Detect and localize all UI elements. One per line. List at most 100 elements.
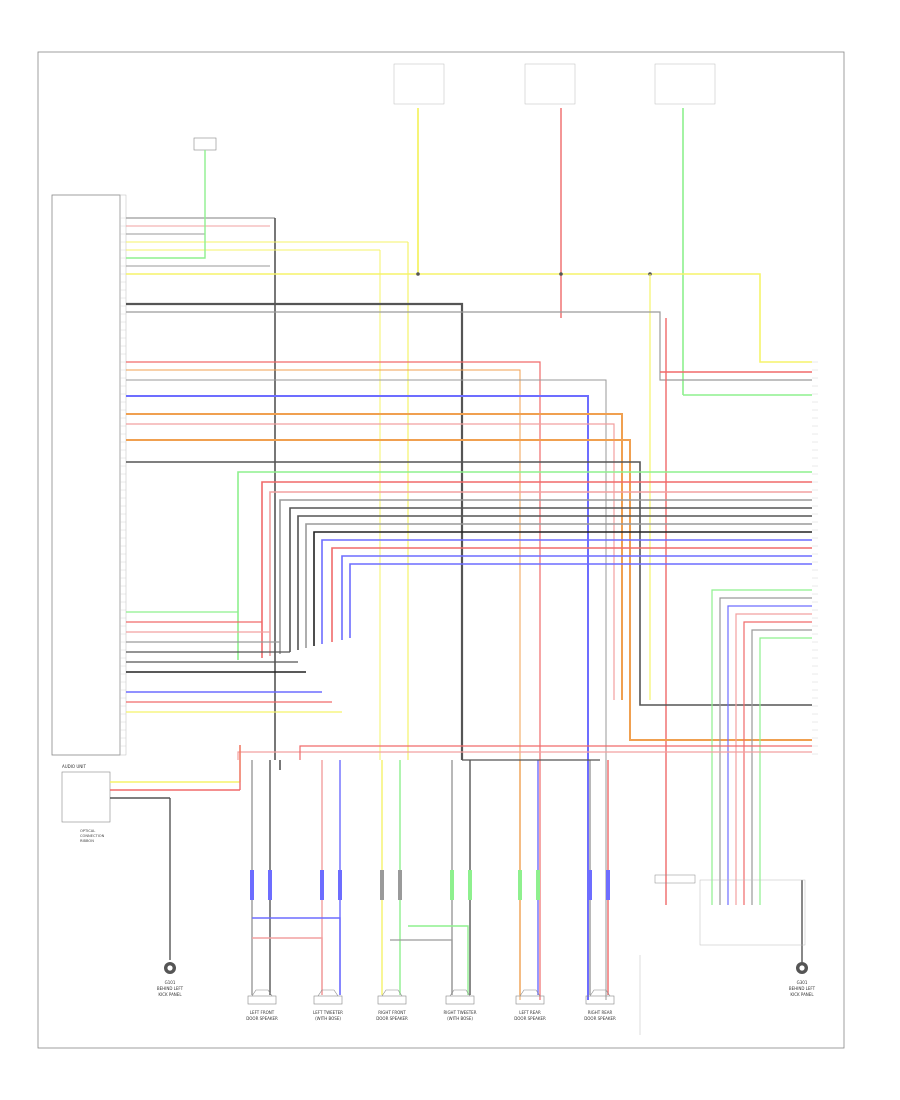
speaker-wire-mark-1	[250, 870, 254, 900]
wire-right-6	[297, 515, 812, 650]
speaker-cone-4	[449, 989, 471, 997]
audio-unit-box	[51, 194, 121, 756]
tweeter-left-feed-2	[252, 937, 323, 995]
wire-right-1	[237, 471, 812, 660]
wire-h-green	[126, 200, 206, 259]
speaker-label1-6: RIGHT REAR	[588, 1010, 613, 1015]
optional-box-title: AUDIO UNIT	[62, 764, 86, 769]
speaker-label2-5: DOOR SPEAKER	[514, 1016, 546, 1021]
ground-right-line2: BEHIND LEFT	[789, 986, 816, 991]
speaker-4: RIGHT TWEETER(WITH BOSE)	[444, 989, 477, 1021]
speaker-body-4	[445, 995, 475, 1005]
speaker-cone-1	[251, 989, 273, 997]
speaker-cone-5	[519, 989, 541, 997]
speaker-body-1	[247, 995, 277, 1005]
right-module	[699, 879, 806, 946]
wire-h-dark-2	[126, 461, 812, 706]
harness-wires	[120, 200, 818, 1000]
fuse-top-left	[193, 137, 217, 200]
optional-box	[61, 771, 111, 823]
speaker-label1-3: RIGHT FRONT	[378, 1010, 406, 1015]
speaker-wire-mark2-1	[268, 870, 272, 900]
wire-ladder-6	[751, 629, 812, 905]
wire-h-orange-2	[126, 413, 623, 700]
speaker-label1-1: LEFT FRONT	[250, 1010, 275, 1015]
speaker-wire-mark2-3	[398, 870, 402, 900]
tweeter-right-feed-2	[390, 939, 453, 995]
speaker-label2-3: DOOR SPEAKER	[376, 1016, 408, 1021]
speaker-wire-mark-2	[320, 870, 324, 900]
speaker-wire-mark-6	[588, 870, 592, 900]
optional-box-line1: OPTICAL	[80, 829, 95, 833]
wire-ladder-2	[719, 597, 812, 905]
speaker-label2-1: DOOR SPEAKER	[246, 1016, 278, 1021]
ground-right-line3: KICK PANEL	[790, 992, 814, 997]
wire-right-3	[269, 491, 812, 656]
right-connector	[654, 874, 696, 884]
speaker-cone-2	[317, 989, 339, 997]
wire-right-11	[341, 555, 812, 640]
wire-h-pink-low	[237, 751, 812, 760]
speaker-wire-mark2-2	[338, 870, 342, 900]
wire-right-5	[289, 507, 812, 652]
wire-h-gray-2	[126, 379, 607, 1000]
wire-h-red-low	[299, 745, 812, 760]
speaker-body-6	[585, 995, 615, 1005]
optional-box-line3: RIBBON	[80, 839, 94, 843]
diagram-frame	[37, 51, 845, 1049]
wire-right-12	[349, 563, 812, 638]
wire-h-red-1	[126, 361, 541, 1000]
wire-ladder-3	[727, 605, 812, 905]
wire-ladder-5	[743, 621, 812, 905]
speaker-wire-mark2-5	[536, 870, 540, 900]
ground-left-line1: G101	[165, 980, 176, 985]
fuse-top-mid	[393, 63, 716, 105]
tweeter-left-feed	[252, 917, 341, 995]
wire-h-blue-1	[126, 395, 589, 1000]
speaker-body-5	[515, 995, 545, 1005]
wire-ladder-1	[711, 589, 812, 905]
speaker-wire-mark-3	[380, 870, 384, 900]
speaker-wire-mark2-6	[606, 870, 610, 900]
speaker-wire-mark-4	[450, 870, 454, 900]
wire-right-4	[279, 499, 812, 654]
ground-left-icon	[164, 962, 176, 974]
wire-ladder-4	[735, 613, 812, 905]
wire-right-2	[261, 481, 812, 658]
wire-right-7	[305, 523, 812, 648]
speaker-body-2	[313, 995, 343, 1005]
speaker-label2-4: (WITH BOSE)	[447, 1016, 473, 1021]
wire-yellow-main	[126, 273, 812, 363]
wire-right-8	[313, 531, 812, 646]
tweeter-right-feed	[408, 925, 469, 995]
speaker-label1-4: RIGHT TWEETER	[444, 1010, 477, 1015]
speaker-wire-mark-5	[518, 870, 522, 900]
ground-left-line2: BEHIND LEFT	[157, 986, 184, 991]
speaker-body-3	[377, 995, 407, 1005]
wire-ladder-7	[759, 637, 812, 905]
optional-box-line2: CONNECTION	[80, 834, 105, 838]
wire-right-10	[331, 547, 812, 642]
speaker-2: LEFT TWEETER(WITH BOSE)	[313, 989, 343, 1021]
ground-right-line1: G301	[797, 980, 808, 985]
speaker-cone-6	[589, 989, 611, 997]
speaker-label2-6: DOOR SPEAKER	[584, 1016, 616, 1021]
speaker-label1-2: LEFT TWEETER	[313, 1010, 343, 1015]
ground-left-line3: KICK PANEL	[158, 992, 182, 997]
ground-right-icon	[796, 962, 808, 974]
junction-1	[416, 272, 420, 276]
speaker-wires	[250, 759, 610, 995]
wire-ground-bus	[126, 302, 464, 760]
wire-h-pink-1	[126, 423, 615, 700]
wire-right-9	[321, 539, 812, 644]
speaker-cone-3	[381, 989, 403, 997]
wire-h-orange-3	[126, 439, 812, 741]
wire-h-gray-long	[126, 311, 812, 381]
